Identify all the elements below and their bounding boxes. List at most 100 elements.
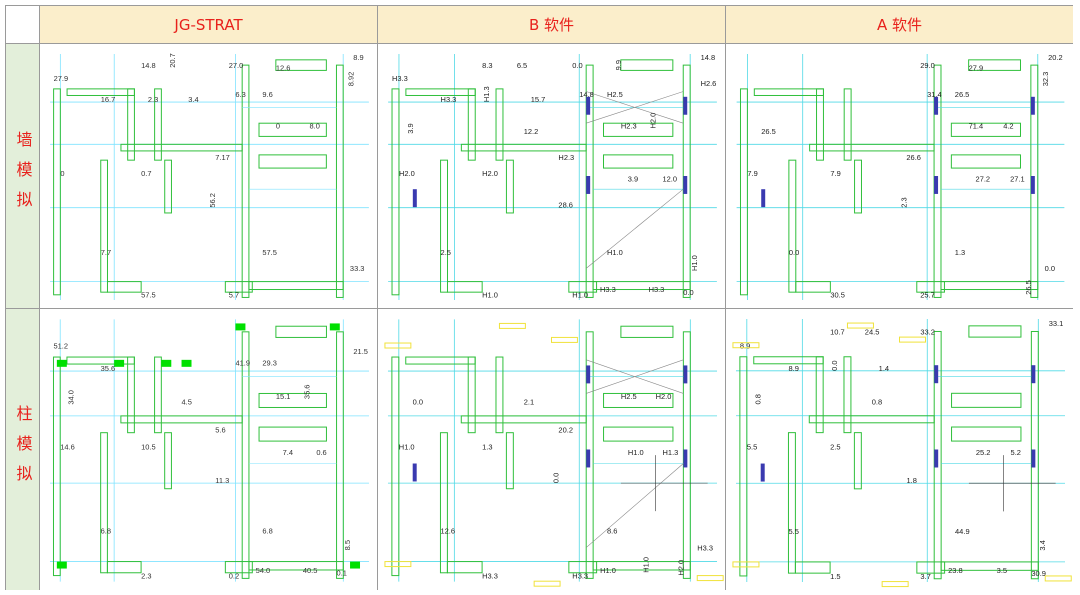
thick-wall-segment: [934, 365, 939, 384]
value-label: H1.0: [399, 443, 415, 452]
value-label: 6.3: [235, 90, 245, 99]
yellow-annotation: [732, 342, 760, 349]
value-label: 29.3: [262, 358, 277, 367]
value-label: 2.5: [830, 443, 840, 452]
value-label: 2.1: [524, 398, 534, 407]
value-label: 0.0: [572, 61, 582, 70]
wall-outline: [816, 88, 824, 161]
value-label: 8.9: [353, 53, 363, 62]
yellow-annotation: [696, 575, 724, 582]
value-label: 7.17: [215, 153, 230, 162]
wall-outline: [241, 64, 250, 298]
thick-wall-segment: [934, 449, 939, 468]
value-label: 26.6: [906, 153, 921, 162]
wall-outline: [164, 159, 172, 214]
wall-outline: [495, 88, 504, 161]
thick-wall-segment: [761, 189, 766, 208]
wall-outline: [446, 561, 483, 574]
value-label: H3.3: [697, 543, 713, 552]
value-label: 3.9: [406, 123, 415, 133]
value-label: 14.8: [701, 53, 716, 62]
value-label: 44.9: [955, 527, 970, 536]
value-label: 15.1: [276, 392, 291, 401]
thick-wall-segment: [586, 176, 591, 194]
value-label: 3.7: [920, 572, 930, 581]
column-block: [329, 323, 340, 331]
wall-outline: [446, 281, 483, 293]
wall-outline: [620, 59, 674, 71]
wall-outline: [52, 356, 61, 577]
wall-outline: [739, 356, 748, 577]
value-label: 56.2: [208, 193, 217, 208]
value-label: 6.8: [101, 527, 111, 536]
value-label: 5.5: [747, 443, 757, 452]
yellow-annotation: [881, 581, 909, 588]
diagonal-line: [586, 359, 684, 394]
value-label: 10.7: [830, 327, 845, 336]
thick-wall-segment: [586, 96, 591, 115]
value-label: 26.5: [761, 127, 776, 136]
value-label: 1.3: [482, 443, 492, 452]
value-label: 54.0: [256, 566, 271, 575]
value-label: 57.5: [262, 248, 277, 257]
value-label: 5.6: [215, 426, 225, 435]
wall-outline: [154, 88, 162, 161]
wall-outline: [603, 426, 674, 442]
wall-outline: [154, 356, 162, 434]
value-label: 30.9: [1031, 569, 1046, 578]
wall-outline: [335, 64, 344, 298]
thick-wall-segment: [760, 463, 765, 482]
column-header-a-software: A 软件: [726, 6, 1073, 44]
value-label: 11.3: [215, 476, 229, 485]
value-label: H2.3: [558, 153, 574, 162]
value-label: 8.5: [343, 540, 352, 550]
wall-outline: [405, 88, 476, 96]
wall-outline: [951, 392, 1022, 408]
wall-outline: [467, 88, 476, 161]
value-label: H3.3: [649, 285, 665, 294]
column-block: [56, 359, 67, 367]
value-label: 20.2: [1048, 53, 1063, 62]
column-block: [114, 359, 125, 367]
yellow-annotation: [498, 322, 526, 329]
wall-outline: [854, 159, 862, 214]
value-label: 2.3: [148, 95, 158, 104]
yellow-annotation: [384, 561, 412, 568]
value-label: 31.4: [927, 90, 942, 99]
value-label: 20.7: [168, 53, 177, 68]
thick-wall-segment: [934, 176, 939, 194]
wall-outline: [916, 281, 945, 293]
wall-outline: [843, 356, 852, 434]
yellow-annotation: [384, 342, 412, 349]
wall-outline: [568, 281, 598, 293]
value-label: 12.2: [524, 127, 539, 136]
wall-outline: [753, 356, 824, 365]
value-label: H2.3: [621, 121, 637, 130]
wall-outline: [794, 561, 831, 574]
value-label: H2.5: [621, 392, 637, 401]
yellow-annotation: [899, 336, 926, 343]
value-label: H3.3: [600, 285, 616, 294]
wall-outline: [258, 122, 327, 137]
thick-wall-segment: [412, 463, 417, 482]
value-label: 20.2: [558, 426, 573, 435]
value-label: 0: [60, 169, 64, 178]
value-label: 16.7: [101, 95, 116, 104]
value-label: 0.0: [830, 360, 839, 370]
value-label: 15.7: [531, 95, 546, 104]
yellow-annotation: [732, 561, 760, 568]
column-header-b-software: B 软件: [378, 6, 726, 44]
wall-outline: [603, 122, 674, 137]
wall-outline: [100, 432, 108, 574]
value-label: 3.9: [628, 174, 638, 183]
wall-outline: [568, 561, 598, 574]
wall-outline: [505, 432, 514, 490]
